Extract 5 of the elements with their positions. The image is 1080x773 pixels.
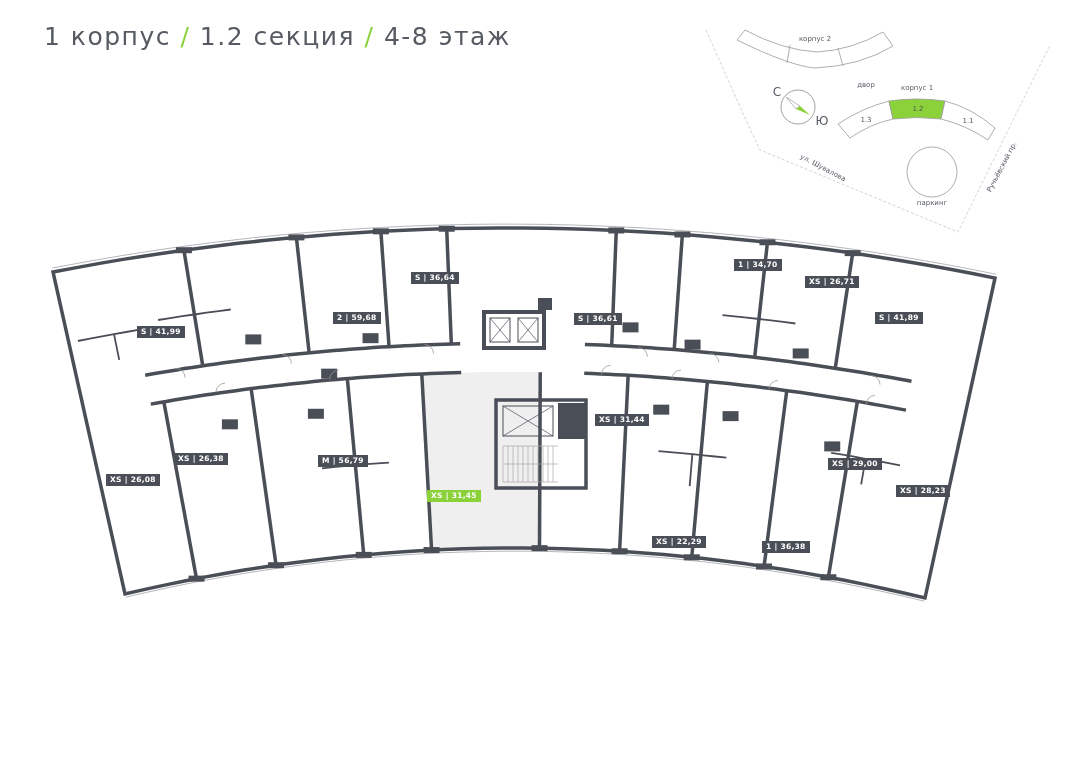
section-outline bbox=[938, 99, 998, 142]
compass-letter: Ю bbox=[815, 114, 829, 128]
compass-letter: С bbox=[772, 85, 782, 99]
page-title: 1 корпус / 1.2 секция / 4-8 этаж bbox=[44, 22, 511, 51]
parking-circle bbox=[906, 146, 958, 198]
